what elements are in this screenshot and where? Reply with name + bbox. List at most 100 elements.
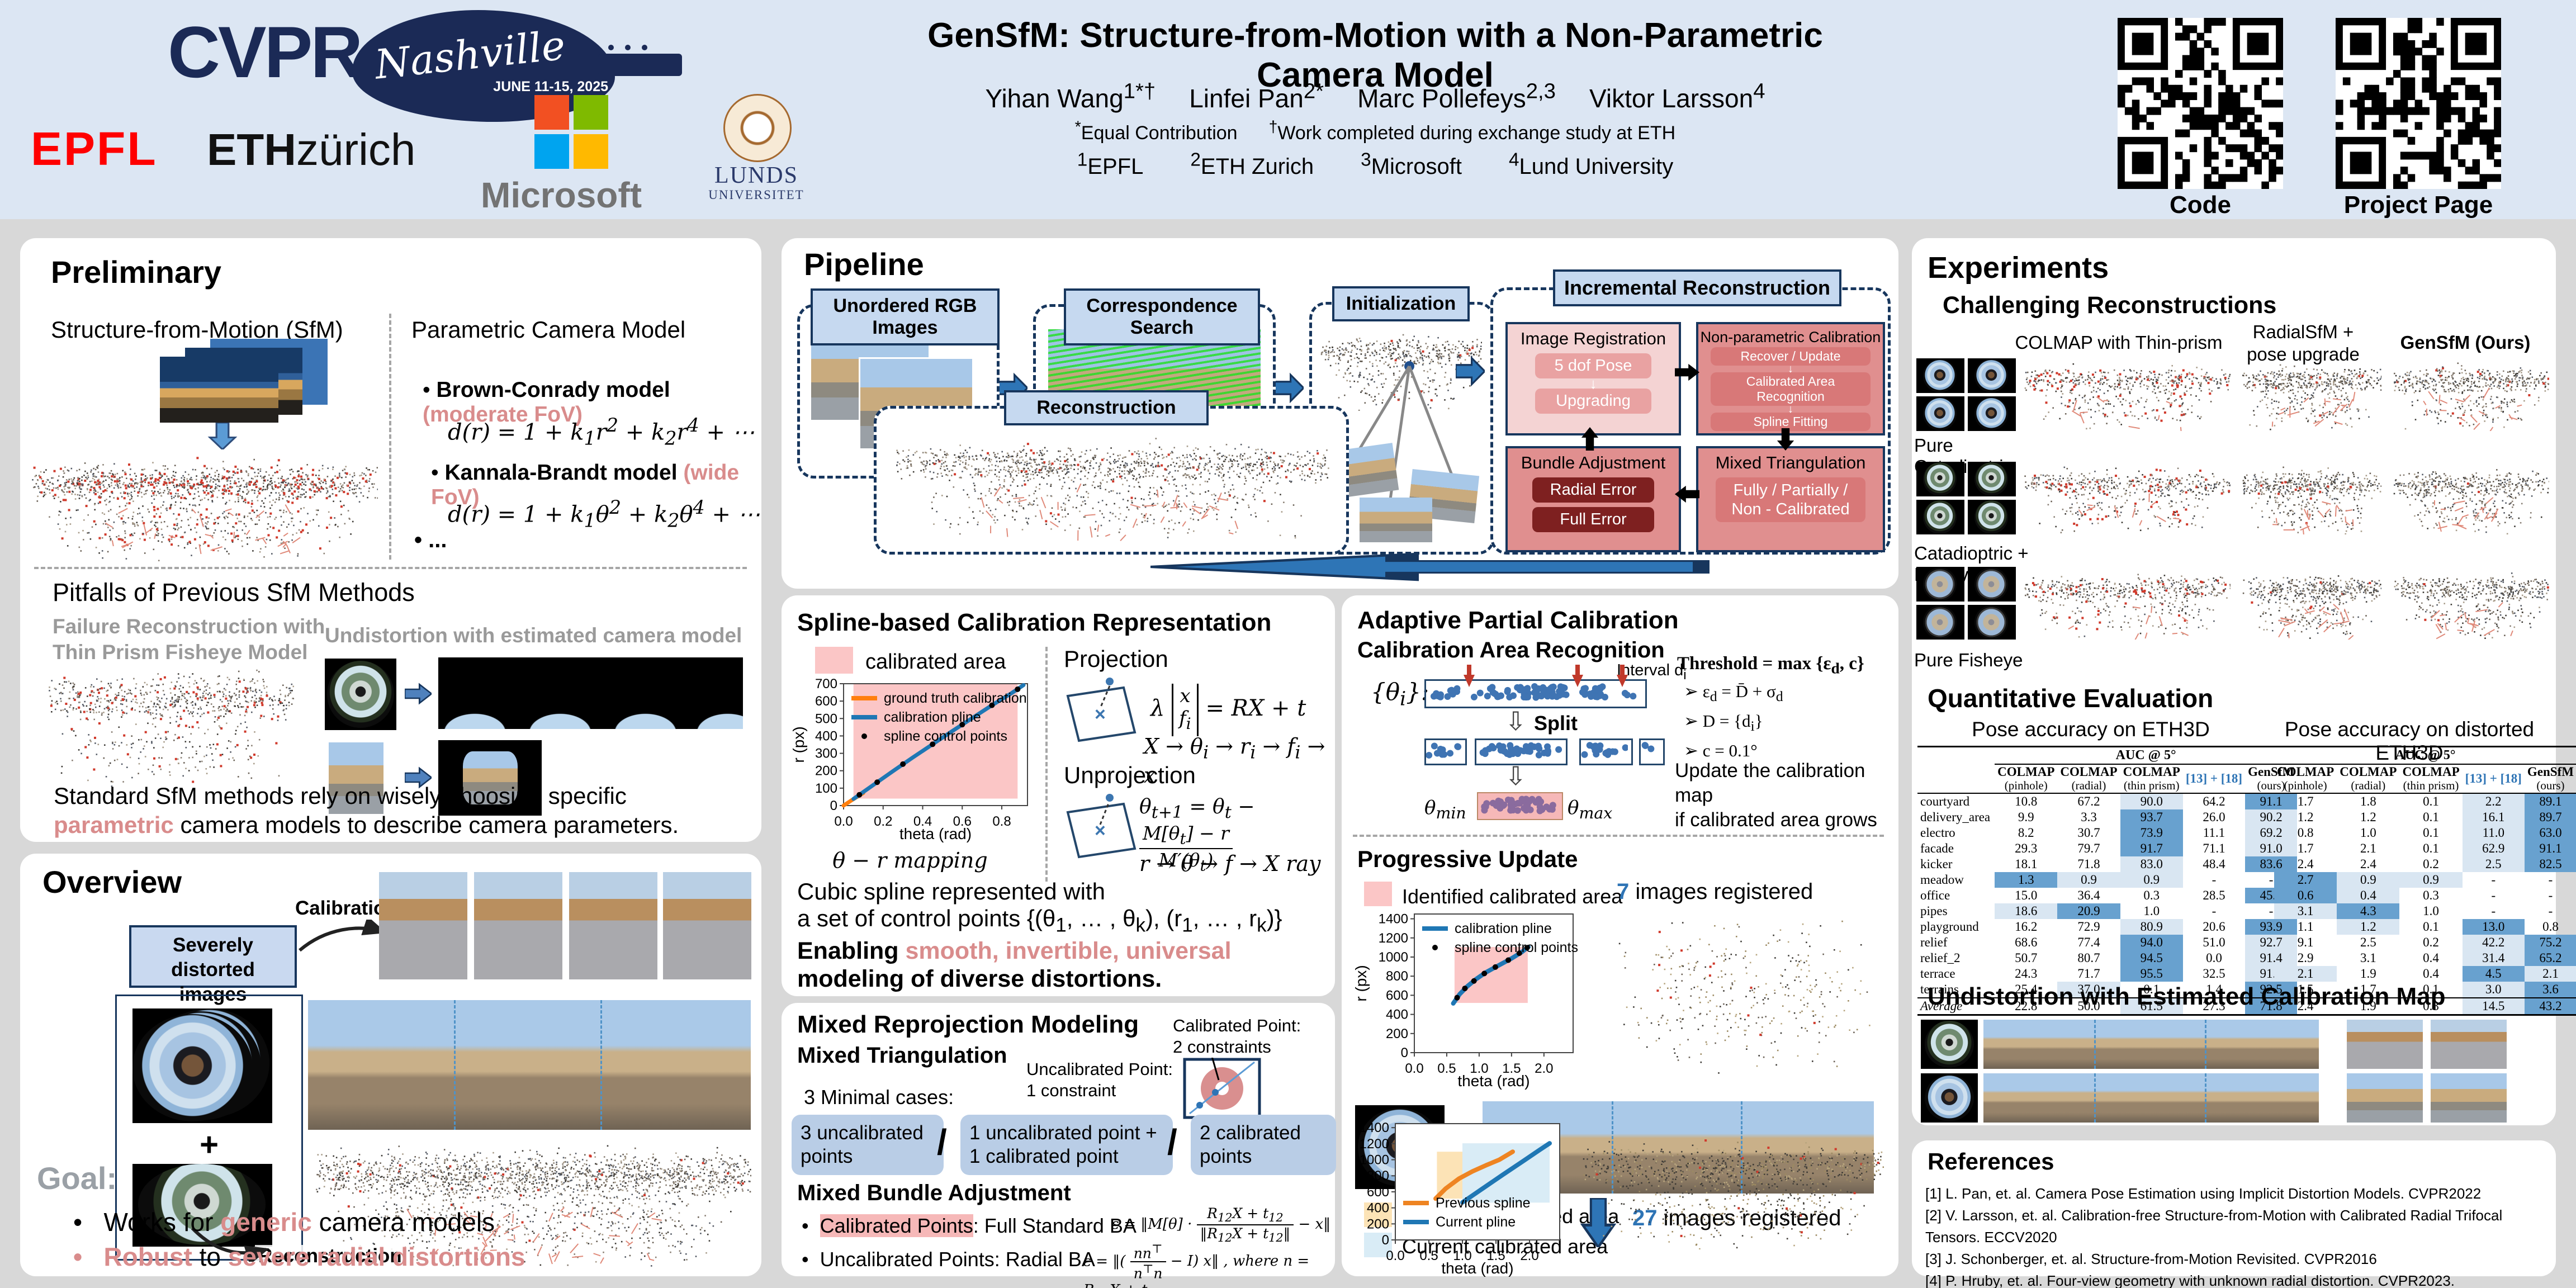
ba-formula-1: ε = ‖M[θ] · R12X + t12‖R12X + t12‖ − x‖ bbox=[1111, 1205, 1331, 1244]
undistorted-black-panorama bbox=[438, 657, 743, 729]
calibrated-area-swatch bbox=[815, 647, 853, 674]
mixed-triangulation-heading: Mixed Triangulation bbox=[797, 1043, 1007, 1068]
authors-line: Yihan Wang1*†Linfei Pan2*Marc Pollefeys2… bbox=[985, 79, 1765, 113]
curved-arrow-icon bbox=[299, 920, 387, 952]
stage-label-reconstruction: Reconstruction bbox=[1004, 390, 1209, 425]
initialization-cloud bbox=[1320, 334, 1482, 411]
case-box-2: 1 uncalibrated point +1 calibrated point bbox=[960, 1115, 1173, 1175]
registered-image bbox=[1360, 498, 1432, 542]
stage-reconstruction-box bbox=[874, 406, 1349, 555]
pitfall-right-caption: Undistortion with estimated camera model bbox=[325, 624, 742, 647]
reconstruction-cloud bbox=[2024, 574, 2231, 640]
identified-area-swatch bbox=[1364, 882, 1392, 906]
undistortion-heading: Undistortion with Estimated Calibration … bbox=[1928, 983, 2446, 1010]
stitched-panorama bbox=[308, 1000, 751, 1130]
merged-calibrated-box bbox=[1477, 792, 1563, 820]
big-left-arrow-icon bbox=[1126, 552, 1726, 581]
gap-marker bbox=[1617, 665, 1628, 687]
down-arrow-icon: ⇩ bbox=[1505, 761, 1527, 790]
right-arrow-icon bbox=[404, 766, 433, 789]
ba-bullet-2: • Uncalibrated Points: Radial BA bbox=[802, 1248, 1095, 1271]
experiments-title: Experiments bbox=[1928, 251, 2109, 285]
up-arrow-icon bbox=[1580, 427, 1600, 451]
col-header-radialsfm: RadialSfM +pose upgrade bbox=[2247, 321, 2360, 364]
split-box bbox=[1579, 738, 1633, 765]
colosseum-image-stack bbox=[160, 339, 328, 423]
stage-label-initialization: Initialization bbox=[1332, 286, 1470, 321]
theta-dots bbox=[1479, 742, 1562, 759]
sfm-point-cloud bbox=[32, 457, 378, 561]
divider bbox=[34, 567, 747, 569]
projection-heading: Projection bbox=[1064, 646, 1168, 672]
uncalibrated-point-note: Uncalibrated Point:1 constraint bbox=[1026, 1059, 1173, 1100]
non-parametric-calibration-box: Non-parametric Calibration Recover / Upd… bbox=[1696, 322, 1885, 435]
qr-code-project-page bbox=[2336, 18, 2502, 190]
image-registration-box: Image Registration 5 dof Pose ↓ Upgradin… bbox=[1505, 322, 1681, 435]
undist-fisheye bbox=[1921, 1073, 1978, 1123]
theta-dots bbox=[1426, 742, 1462, 759]
gap-marker bbox=[1572, 665, 1583, 687]
left-arrow-icon bbox=[1675, 484, 1699, 504]
mixed-title: Mixed Reprojection Modeling bbox=[797, 1011, 1139, 1038]
contribution-notes: *Equal Contribution†Work completed durin… bbox=[1074, 119, 1676, 144]
step-calibrated-area: Calibrated Area Recognition bbox=[1711, 372, 1871, 406]
col-header-colmap: COLMAP with Thin-prism bbox=[2015, 332, 2223, 353]
unprojection-heading: Unprojection bbox=[1064, 762, 1196, 788]
identified-area-legend: Identified calibrated area bbox=[1402, 885, 1623, 908]
reconstruction-label: Reconstruction bbox=[255, 1245, 405, 1267]
undist-crop bbox=[2431, 1020, 2507, 1069]
theta-max-label: θmax bbox=[1568, 797, 1613, 822]
calibration-photo bbox=[569, 872, 657, 979]
undist-fisheye bbox=[1921, 1020, 1978, 1069]
panel-spline-calibration: Spline-based Calibration Representation … bbox=[782, 595, 1335, 996]
eth-zurich-logo: ETHzürich bbox=[207, 125, 416, 174]
quantitative-heading: Quantitative Evaluation bbox=[1928, 684, 2214, 713]
donut-constraint-diagram bbox=[1183, 1058, 1261, 1119]
overview-title: Overview bbox=[42, 864, 182, 899]
undist-crop bbox=[2347, 1020, 2423, 1069]
stage-label-correspondence: Correspondence Search bbox=[1064, 288, 1260, 345]
spline-title: Spline-based Calibration Representation bbox=[797, 609, 1272, 636]
reference-item: [2] V. Larsson, et. al. Calibration-free… bbox=[1925, 1207, 2503, 1246]
calibrated-area-legend: calibrated area bbox=[865, 650, 1006, 674]
dataset-thumbnails bbox=[1916, 567, 2017, 641]
panel-experiments: Experiments Challenging Reconstructions … bbox=[1912, 238, 2576, 1125]
model-bullet-2: • Kannala-Brandt model (wide FoV) bbox=[431, 461, 740, 509]
pipeline-title: Pipeline bbox=[804, 247, 924, 282]
preliminary-title: Preliminary bbox=[51, 254, 222, 290]
big-down-arrow-icon bbox=[1580, 1196, 1617, 1249]
references-list: [1] L. Pan, et. al. Camera Pose Estimati… bbox=[1925, 1183, 2546, 1288]
down-arrow-icon: ↓ bbox=[1788, 363, 1793, 375]
divider bbox=[1353, 835, 1884, 837]
bundle-adjustment-box: Bundle Adjustment Radial Error Full Erro… bbox=[1505, 446, 1681, 552]
right-arrow-icon bbox=[404, 683, 433, 705]
step-5dof-pose: 5 dof Pose bbox=[1535, 353, 1651, 378]
projection-diagram: × bbox=[1066, 678, 1137, 742]
stage-label-incremental: Incremental Reconstruction bbox=[1553, 269, 1841, 306]
panel-preliminary: Preliminary Structure-from-Motion (SfM) … bbox=[20, 238, 761, 842]
enabling-text-1: Enabling smooth, invertible, universal bbox=[797, 937, 1232, 964]
slash-separator: / bbox=[1167, 1122, 1177, 1162]
model-bullet-1: • Brown-Conrady model (moderate FoV) bbox=[423, 378, 670, 427]
qr-label-project-page: Project Page bbox=[2343, 191, 2493, 219]
row-label: Pure Fisheye bbox=[1914, 650, 2023, 670]
reference-item: [1] L. Pan, et. al. Camera Pose Estimati… bbox=[1925, 1185, 2482, 1202]
guitar-neck bbox=[598, 45, 682, 76]
reconstruction-point-cloud bbox=[316, 1145, 751, 1267]
previous-area-swatch bbox=[1364, 1202, 1392, 1227]
threshold-bullets: ➢ εd = D̄ + σd➢ D = {di}➢ c = 0.1° bbox=[1684, 681, 1783, 761]
step-recover-update: Recover / Update bbox=[1711, 347, 1871, 366]
theta-strip bbox=[1424, 679, 1647, 708]
calibrated-point-note: Calibrated Point:2 constraints bbox=[1173, 1016, 1301, 1057]
